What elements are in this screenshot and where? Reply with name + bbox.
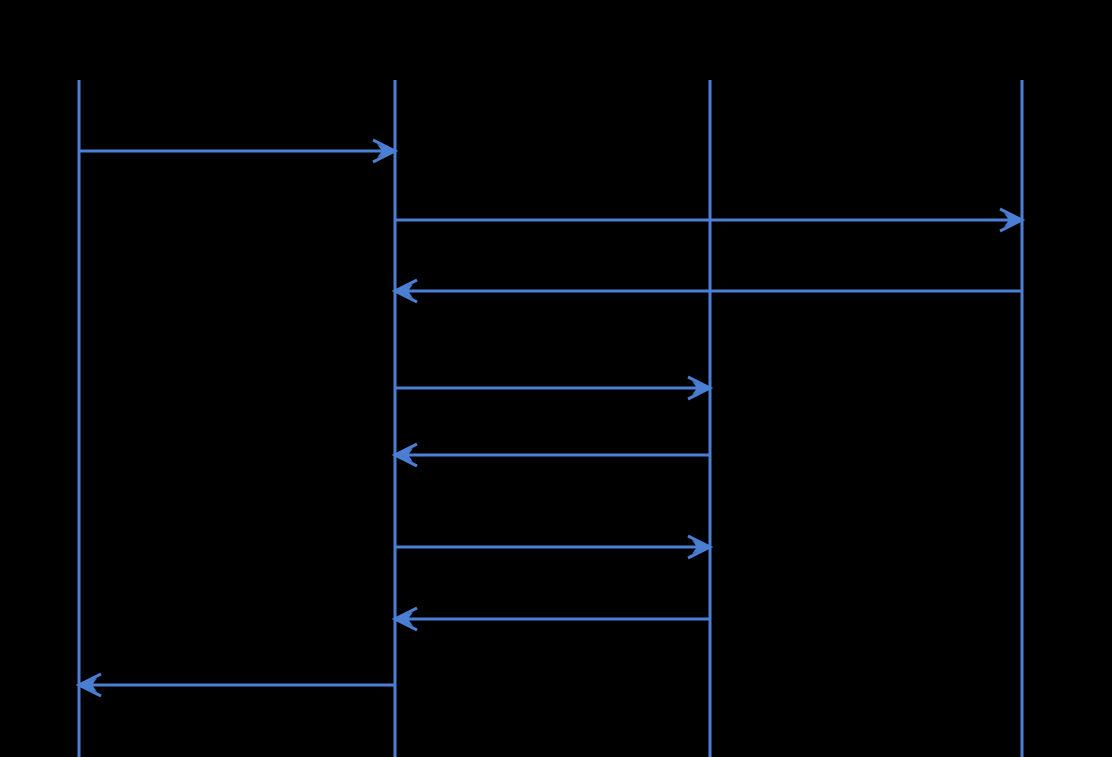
- arrow-barb-m8: [79, 678, 97, 692]
- messages-group: [75, 138, 1026, 698]
- arrow-barb-m1: [377, 144, 395, 158]
- arrow-barb-m7: [395, 612, 413, 626]
- arrow-barb-m5: [395, 448, 413, 462]
- arrow-barb-m6: [692, 540, 710, 554]
- lifelines-group: [77, 80, 1024, 757]
- arrow-barb-m2: [1004, 213, 1022, 227]
- arrow-barb-m4: [692, 381, 710, 395]
- arrow-barb-m3: [395, 284, 413, 298]
